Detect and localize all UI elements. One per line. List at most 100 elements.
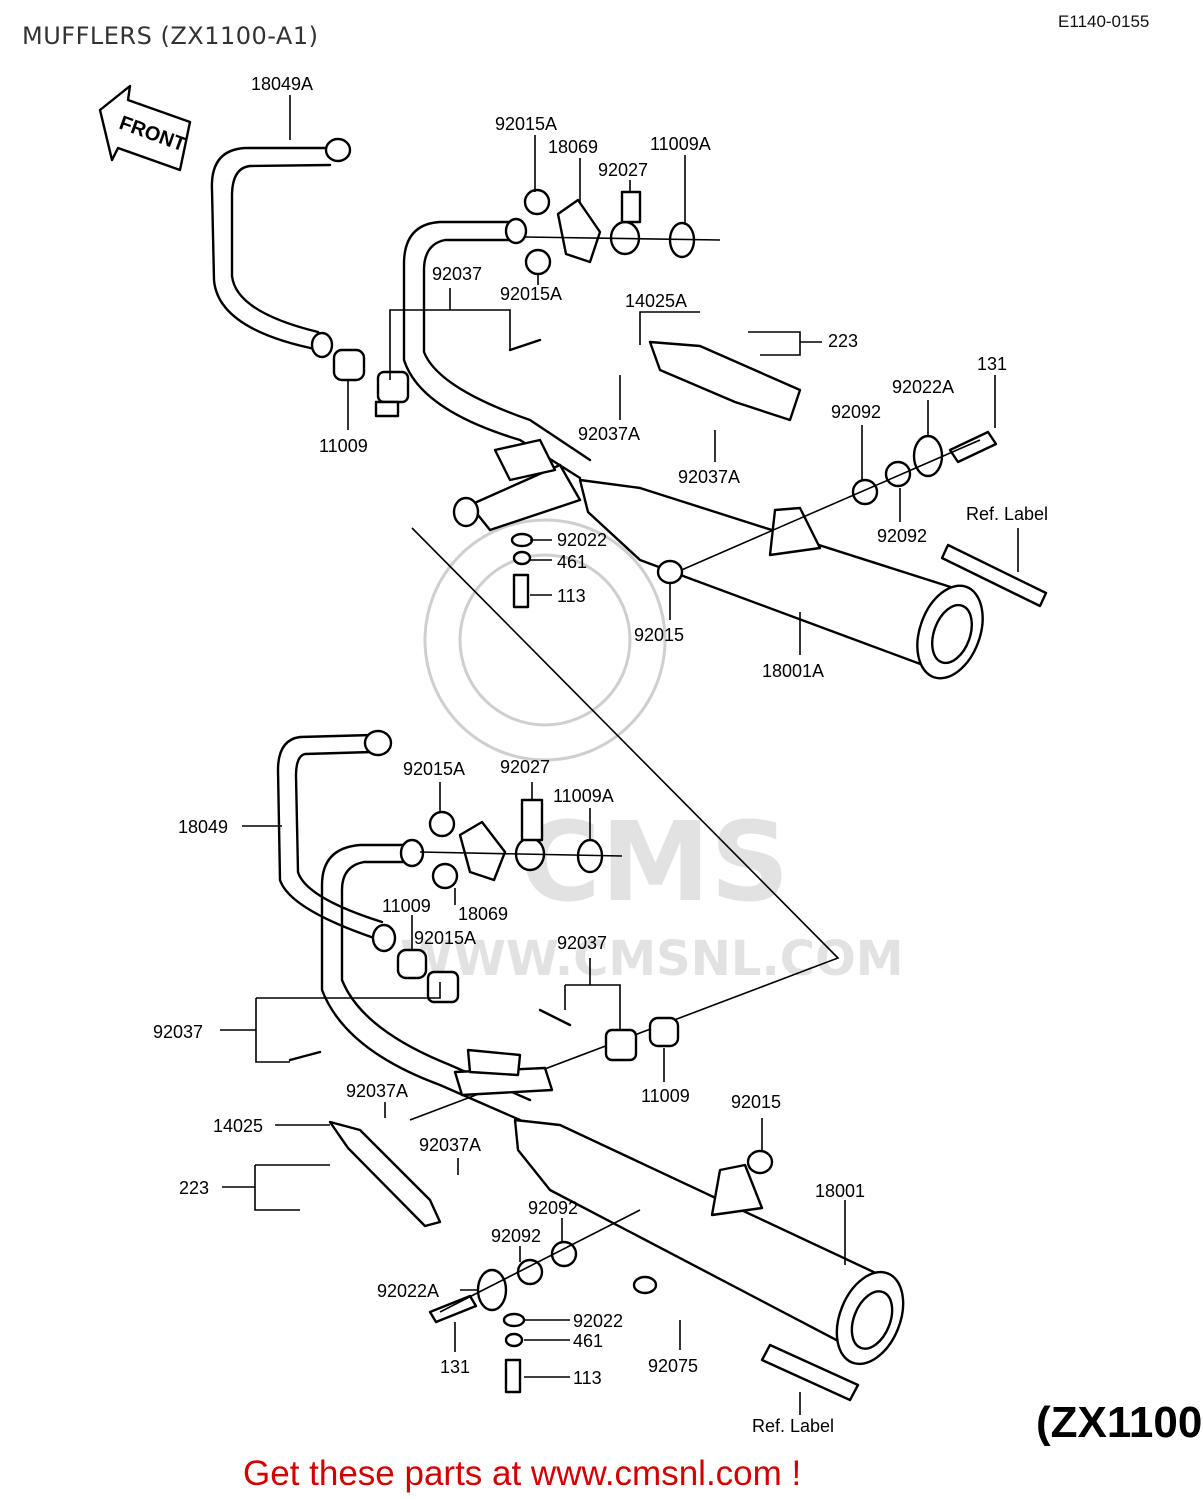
label-92022: 92022	[557, 530, 607, 550]
label-92092-upper-b: 92092	[528, 1198, 578, 1218]
label-14025A: 14025A	[625, 291, 687, 311]
label-18049: 18049	[178, 817, 228, 837]
label-92037-right-b: 92037	[557, 933, 607, 953]
label-92037A-right: 92037A	[678, 467, 740, 487]
watermark-emblem	[423, 518, 667, 762]
washer-92022A-top	[912, 434, 944, 478]
clamp-92037-top	[376, 370, 410, 404]
label-18001: 18001	[815, 1181, 865, 1201]
bolt-131-bottom	[428, 1294, 478, 1324]
ref-label-plate-top	[940, 543, 1048, 608]
rear-pipe-top	[402, 220, 582, 480]
nut-92015A-top-upper	[523, 188, 551, 216]
label-18069-b: 18069	[458, 904, 508, 924]
pipe-end-18049-upper	[363, 729, 393, 757]
bolt-92037-bottom-2	[538, 1008, 572, 1027]
label-14025: 14025	[213, 1116, 263, 1136]
front-direction-arrow: FRONT	[98, 84, 192, 172]
heat-shield-14025	[328, 1120, 442, 1228]
nut-92015-bottom	[746, 1149, 774, 1175]
front-pipe-18049A	[210, 146, 332, 352]
muffler-mount-bracket-bottom	[710, 1163, 764, 1217]
gasket-11009-top	[332, 348, 366, 382]
damper-92092-top-2	[884, 460, 912, 488]
watermark-brand: CMS	[520, 798, 789, 926]
watermark-emblem-inner	[458, 553, 632, 727]
label-223-b: 223	[179, 1178, 209, 1198]
label-223: 223	[828, 331, 858, 351]
label-92015-b: 92015	[731, 1092, 781, 1112]
call-to-action-link[interactable]: Get these parts at www.cmsnl.com !	[243, 1454, 802, 1493]
label-92015A-upper: 92015A	[495, 114, 557, 134]
bolt-92037-top	[508, 338, 542, 352]
pipe-end-rear-bottom	[399, 838, 425, 868]
heat-shield-14025A	[648, 340, 802, 422]
label-92015A-lower-b: 92015A	[414, 928, 476, 948]
label-92037-left-b: 92037	[153, 1022, 203, 1042]
bolt-113-top	[512, 573, 530, 609]
label-131: 131	[977, 354, 1007, 374]
front-pipe-18049-inner	[294, 750, 384, 924]
bolt-131-top	[948, 430, 998, 464]
label-ref-label-b: Ref. Label	[752, 1416, 834, 1436]
label-131-b: 131	[440, 1357, 470, 1377]
pipe-end-18049A-upper	[324, 137, 352, 163]
page-title: MUFFLERS (ZX1100-A1)	[22, 22, 319, 50]
muffler-18001-outlet-inner	[850, 1290, 894, 1350]
label-18069: 18069	[548, 137, 598, 157]
assembly-reference-line	[409, 527, 840, 1121]
collector-top	[468, 463, 582, 532]
top-exhaust-assembly	[210, 137, 1048, 680]
nut-92015A-bottom-upper	[428, 810, 456, 838]
clamp-92037-bottom-1	[426, 970, 460, 1004]
gasket-11009-bottom-2	[648, 1016, 680, 1048]
label-92027-b: 92027	[500, 757, 550, 777]
flange-18069-top	[556, 198, 602, 264]
clamp-92037-top-tab	[374, 400, 400, 418]
collar-92027-bottom-stem	[520, 798, 544, 842]
mount-axis-top	[669, 439, 981, 576]
washer-461-bottom	[504, 1332, 524, 1348]
label-92037A-lower-b: 92037A	[419, 1135, 481, 1155]
label-92037: 92037	[432, 264, 482, 284]
washer-92022-top	[510, 532, 534, 548]
diagram-code: E1140-0155	[1058, 12, 1150, 31]
clamp-92037-bottom-2	[604, 1028, 638, 1062]
label-18001A: 18001A	[762, 661, 824, 681]
damper-92092-top-1	[851, 478, 879, 506]
rear-pipe-bottom	[320, 843, 522, 1122]
label-461: 461	[557, 552, 587, 572]
label-92022A-b: 92022A	[377, 1281, 439, 1301]
label-11009A-b: 11009A	[553, 786, 614, 806]
flange-axis-bottom	[419, 851, 623, 857]
ref-label-plate-bottom	[760, 1343, 860, 1402]
label-11009: 11009	[319, 436, 368, 456]
label-92075: 92075	[648, 1356, 698, 1376]
label-113-b: 113	[573, 1368, 602, 1388]
muffler-18001A-outlet-inner	[931, 603, 973, 665]
label-92037A-upper-b: 92037A	[346, 1081, 408, 1101]
leader-lines	[220, 95, 1019, 1415]
label-92092-lower: 92092	[877, 526, 927, 546]
label-92015A-upper-b: 92015A	[403, 759, 465, 779]
washer-92022-bottom	[502, 1312, 526, 1328]
collar-92027-top-stem	[620, 190, 642, 224]
label-92092-upper: 92092	[831, 402, 881, 422]
label-92022A: 92022A	[892, 377, 954, 397]
screw-92075	[632, 1275, 658, 1295]
label-92022-b: 92022	[573, 1311, 623, 1331]
front-pipe-18049	[276, 733, 382, 942]
bolt-113-bottom	[504, 1358, 522, 1394]
label-11009-upper-b: 11009	[382, 896, 431, 916]
label-ref-label: Ref. Label	[966, 504, 1048, 524]
label-92027: 92027	[598, 160, 648, 180]
model-badge: (ZX1100	[1036, 1398, 1203, 1447]
damper-92092-bottom-1	[550, 1240, 578, 1268]
collector-pipe-end-top	[452, 496, 480, 528]
nut-92015-top	[656, 559, 684, 585]
label-461-b: 461	[573, 1331, 603, 1351]
label-92092-lower-b: 92092	[491, 1226, 541, 1246]
collector-bracket-top	[493, 438, 557, 482]
